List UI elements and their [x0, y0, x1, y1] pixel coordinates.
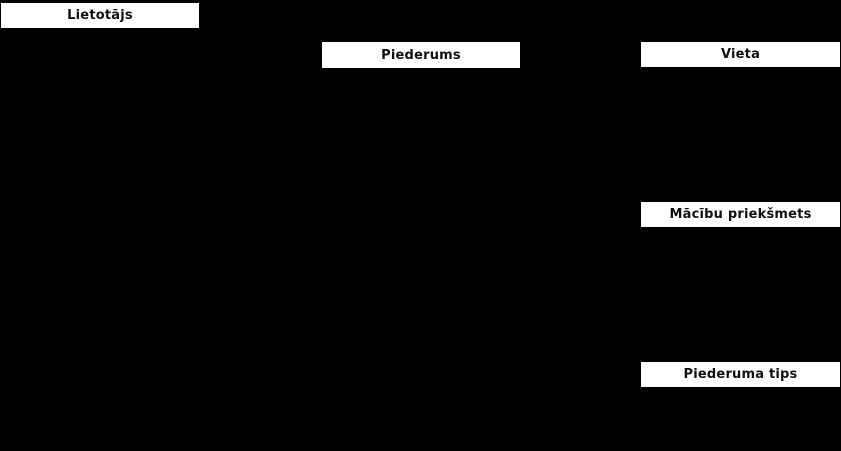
entity-label: Lietotājs	[67, 8, 133, 23]
entity-label: Piederums	[381, 47, 461, 63]
entity-header-vieta[interactable]: Vieta	[640, 41, 841, 68]
entity-label: Piederuma tips	[683, 367, 798, 382]
entity-header-piederuma-tips[interactable]: Piederuma tips	[640, 361, 841, 388]
entity-header-piederums[interactable]: Piederums	[321, 41, 521, 69]
entity-header-lietotajs[interactable]: Lietotājs	[0, 2, 200, 29]
entity-header-macibu-prieksmets[interactable]: Mācību priekšmets	[640, 201, 841, 228]
entity-label: Mācību priekšmets	[669, 207, 812, 222]
entity-label: Vieta	[720, 47, 761, 62]
